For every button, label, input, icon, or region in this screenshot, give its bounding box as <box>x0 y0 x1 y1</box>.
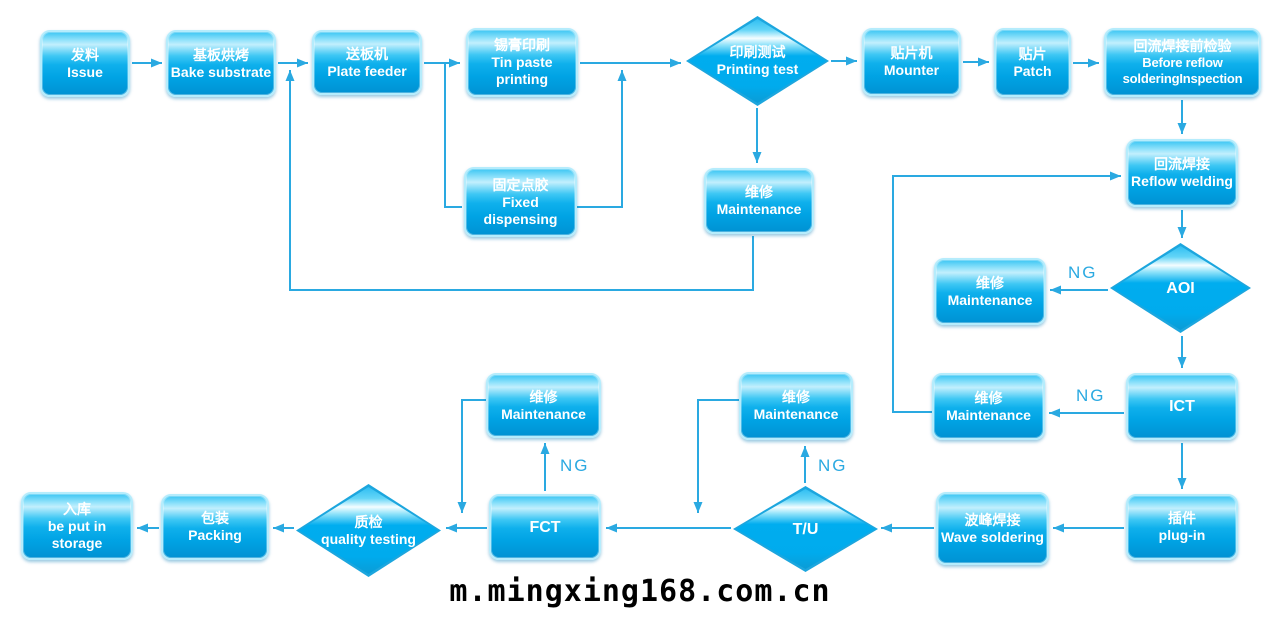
node-mounter[interactable]: 贴片机 Mounter <box>862 28 961 96</box>
node-issue-label-en: Issue <box>67 63 103 80</box>
ng-label-aoi: NG <box>1068 263 1098 282</box>
node-reflow-label-en: Reflow welding <box>1131 173 1233 189</box>
node-tin-paste-label-zh: 锡膏印刷 <box>494 37 550 53</box>
node-reflow-welding[interactable]: 回流焊接 Reflow welding <box>1126 139 1238 207</box>
node-maintenance-aoi-label-en: Maintenance <box>947 291 1033 308</box>
node-plug-in-label-zh: 插件 <box>1168 510 1196 526</box>
node-maintenance-fct-label-en: Maintenance <box>501 405 586 422</box>
ng-label-fct: NG <box>560 456 590 475</box>
node-bake-label-en: Bake substrate <box>170 63 272 80</box>
node-storage-label-en: be put in storage <box>47 517 107 551</box>
node-maintenance-tu-label-en: Maintenance <box>753 406 839 422</box>
node-maintenance-ict[interactable]: 维修 Maintenance <box>932 373 1045 440</box>
node-ict[interactable]: ICT <box>1126 373 1238 440</box>
node-before-reflow-inspection[interactable]: 回流焊接前检验 Before reflow solderingInspectio… <box>1104 28 1261 97</box>
node-ict-label-en: ICT <box>1169 398 1195 415</box>
decision-printing-test[interactable]: 印刷测试 Printing test <box>686 16 829 106</box>
ng-label-tu: NG <box>818 456 848 475</box>
decision-printing-test-label-zh: 印刷测试 <box>729 44 786 60</box>
node-issue-label-zh: 发料 <box>71 46 99 63</box>
node-packing[interactable]: 包装 Packing <box>161 494 269 560</box>
node-plate-feeder-label-en: Plate feeder <box>327 62 407 79</box>
watermark-url-text: m.mingxing168.com.cn <box>449 574 831 609</box>
node-tin-paste-printing[interactable]: 锡膏印刷 Tin paste printing <box>466 28 578 97</box>
node-patch-label-zh: 贴片 <box>1018 45 1047 62</box>
node-mounter-label-zh: 贴片机 <box>890 45 933 61</box>
node-tin-paste-label-en: Tin paste printing <box>491 54 553 87</box>
node-reflow-label-zh: 回流焊接 <box>1154 156 1210 172</box>
arrow-maintenance-back-to-reflow <box>892 171 1121 413</box>
node-wave-label-zh: 波峰焊接 <box>964 511 1021 528</box>
node-plug-in[interactable]: 插件 plug-in <box>1126 494 1238 560</box>
node-storage-label-zh: 入库 <box>63 500 91 517</box>
node-maintenance-printing[interactable]: 维修 Maintenance <box>704 168 814 234</box>
node-bake-label-zh: 基板烘烤 <box>193 46 249 63</box>
node-plate-feeder-label-zh: 送板机 <box>346 45 388 62</box>
node-wave-label-en: Wave soldering <box>941 528 1044 545</box>
node-maintenance-aoi-label-zh: 维修 <box>976 274 1004 291</box>
node-wave-soldering[interactable]: 波峰焊接 Wave soldering <box>936 492 1049 565</box>
node-maintenance-printing-label-en: Maintenance <box>716 201 802 217</box>
node-fct[interactable]: FCT <box>489 494 601 560</box>
arrow-maintenance-tu-rejoin <box>693 399 739 513</box>
arrow-maintenance-back-to-plate-feeder <box>285 70 754 291</box>
node-maintenance-printing-label-zh: 维修 <box>745 184 773 200</box>
node-maintenance-fct-label-zh: 维修 <box>529 388 558 405</box>
node-before-reflow-label-en: Before reflow solderingInspection <box>1122 55 1243 86</box>
line-branch-to-fixed-dispensing <box>444 64 462 208</box>
node-issue[interactable]: 发料 Issue <box>40 30 130 97</box>
node-packing-label-zh: 包装 <box>201 510 229 526</box>
decision-aoi-label: AOI <box>1166 279 1195 297</box>
decision-quality-label-en: quality testing <box>321 530 416 547</box>
node-fct-label-en: FCT <box>529 518 561 536</box>
decision-aoi[interactable]: AOI <box>1110 243 1251 333</box>
decision-printing-test-label-en: Printing test <box>716 61 799 77</box>
node-fixed-dispensing-label-zh: 固定点胶 <box>492 176 549 193</box>
node-patch-label-en: Patch <box>1013 62 1052 79</box>
decision-tu-label: T/U <box>792 520 819 538</box>
node-packing-label-en: Packing <box>188 527 242 543</box>
node-before-reflow-label-zh: 回流焊接前检验 <box>1133 38 1232 54</box>
node-storage[interactable]: 入库 be put in storage <box>21 492 133 560</box>
node-maintenance-tu[interactable]: 维修 Maintenance <box>739 372 853 440</box>
node-maintenance-tu-label-zh: 维修 <box>782 389 810 405</box>
node-maintenance-ict-label-en: Maintenance <box>946 406 1031 423</box>
node-bake-substrate[interactable]: 基板烘烤 Bake substrate <box>166 30 276 97</box>
decision-tu[interactable]: T/U <box>733 486 878 572</box>
node-plate-feeder[interactable]: 送板机 Plate feeder <box>312 30 422 95</box>
node-maintenance-aoi[interactable]: 维修 Maintenance <box>934 258 1046 325</box>
arrow-maintenance-fct-rejoin <box>457 399 486 513</box>
node-fixed-dispensing-label-en: Fixed dispensing <box>483 193 558 227</box>
decision-quality-label-zh: 质检 <box>354 513 383 530</box>
decision-quality-testing[interactable]: 质检 quality testing <box>296 484 441 577</box>
node-plug-in-label-en: plug-in <box>1158 527 1206 543</box>
ng-label-ict: NG <box>1076 386 1106 405</box>
node-maintenance-ict-label-zh: 维修 <box>974 389 1003 406</box>
arrow-fixed-dispensing-rejoin <box>577 70 627 208</box>
node-mounter-label-en: Mounter <box>883 62 940 78</box>
node-fixed-dispensing[interactable]: 固定点胶 Fixed dispensing <box>464 167 577 237</box>
node-patch[interactable]: 贴片 Patch <box>994 28 1071 97</box>
node-maintenance-fct[interactable]: 维修 Maintenance <box>486 373 601 438</box>
